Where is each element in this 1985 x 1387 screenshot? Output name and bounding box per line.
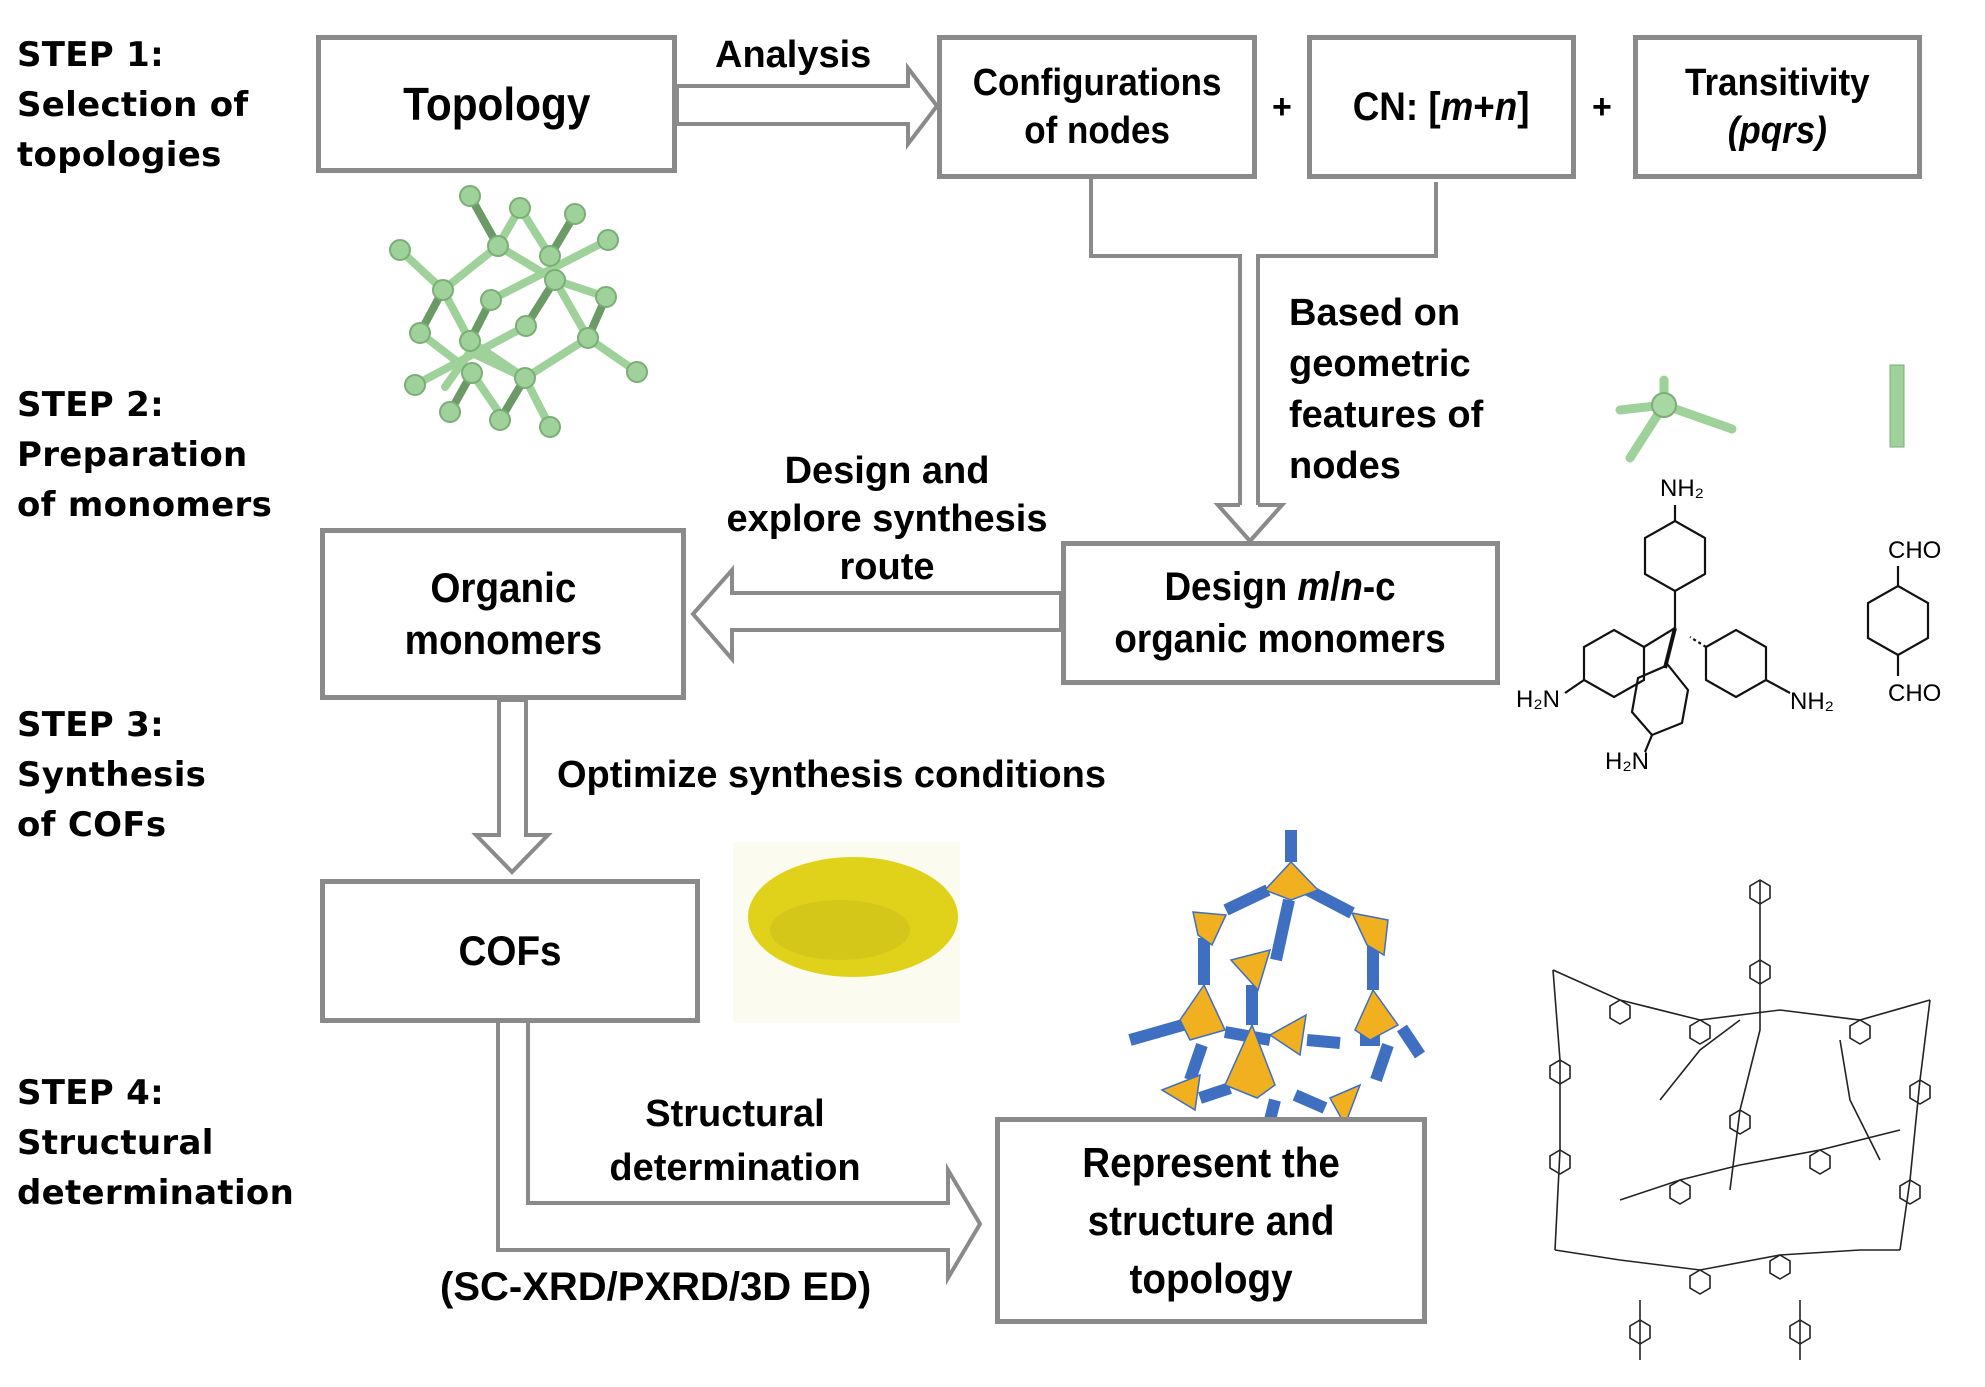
- step-2-line: Preparation: [17, 435, 248, 475]
- aldehyde-label-top: CHO: [1888, 537, 1942, 564]
- dialdehyde-monomer-structure: [1866, 566, 1930, 676]
- transitivity-pqrs: (pqrs): [1727, 110, 1828, 152]
- configurations-box: Configurations of nodes: [937, 35, 1257, 179]
- step-1-line: topologies: [17, 135, 222, 175]
- cn-label: CN: [m+n]: [1353, 81, 1530, 133]
- amine-label-top: NH₂: [1660, 475, 1704, 502]
- configurations-line: of nodes: [1024, 110, 1170, 152]
- cofs-label: COFs: [458, 927, 562, 974]
- design-n: n: [1340, 565, 1364, 609]
- configurations-box-label: Configurations of nodes: [973, 59, 1222, 155]
- represent-line: topology: [1129, 1254, 1293, 1302]
- based-on-line: Based on: [1289, 292, 1461, 334]
- step-4-label: STEP 4: Structural determination: [17, 1068, 294, 1218]
- design-slash: /: [1330, 565, 1341, 609]
- cof-framework-structure: [1549, 879, 1931, 1360]
- plus-operator: +: [1272, 88, 1292, 126]
- cofs-to-represent-arrow: [496, 1023, 983, 1286]
- transitivity-label: Transitivity (pqrs): [1685, 59, 1870, 155]
- based-on-line: geometric: [1289, 343, 1471, 385]
- coordination-number-box: CN: [m+n]: [1307, 35, 1576, 179]
- design-suffix: -c: [1363, 565, 1397, 609]
- linear-linker-icon: [1889, 364, 1905, 448]
- cn-plus: +: [1473, 85, 1496, 129]
- structural-determination-label: Structural determination: [580, 1087, 890, 1195]
- step-4-line: determination: [17, 1173, 295, 1213]
- design-to-organic-arrow: [690, 564, 1063, 665]
- design-explore-line: explore synthesis: [726, 498, 1048, 540]
- configurations-line: Configurations: [972, 62, 1222, 104]
- amine-label-left: H₂N: [1516, 686, 1560, 713]
- step-3-line: of COFs: [17, 805, 167, 845]
- design-m: m: [1297, 565, 1331, 609]
- organic-to-cofs-arrow: [471, 698, 553, 875]
- tetrahedral-node-icon: [1615, 375, 1737, 463]
- topology-net-nodes: [389, 185, 648, 438]
- step-3-line: Synthesis: [17, 755, 207, 795]
- analysis-label: Analysis: [715, 34, 872, 76]
- optimize-label: Optimize synthesis conditions: [557, 754, 1106, 796]
- step-3-label: STEP 3: Synthesis of COFs: [17, 700, 206, 850]
- design-explore-line: Design and: [784, 450, 990, 492]
- plus-operator: +: [1592, 88, 1612, 126]
- tetraamine-monomer-structure: [1564, 505, 1791, 753]
- cn-m: m: [1440, 85, 1474, 129]
- topology-net-icon: [396, 192, 641, 431]
- design-explore-line: route: [839, 546, 935, 588]
- design-monomers-label: Design m/n-c organic monomers: [1115, 561, 1446, 665]
- design-line2: organic monomers: [1114, 617, 1447, 661]
- design-explore-label: Design and explore synthesis route: [712, 447, 1062, 591]
- cn-suffix: ]: [1517, 85, 1530, 129]
- based-on-label: Based on geometric features of nodes: [1289, 288, 1483, 492]
- amine-label-right: NH₂: [1790, 688, 1834, 715]
- organic-monomers-label: Organic monomers: [404, 562, 602, 666]
- organic-monomers-box: Organic monomers: [320, 528, 686, 700]
- step-1-label: STEP 1: Selection of topologies: [17, 30, 248, 180]
- merge-arrow-head: [1213, 503, 1287, 545]
- structural-line: Structural: [645, 1093, 825, 1135]
- step-4-title: STEP 4:: [17, 1073, 165, 1113]
- structural-line: determination: [609, 1147, 861, 1189]
- step-1-title: STEP 1:: [17, 35, 165, 75]
- aldehyde-label-bottom: CHO: [1888, 680, 1942, 707]
- step-2-label: STEP 2: Preparation of monomers: [17, 380, 272, 530]
- step-2-line: of monomers: [17, 485, 273, 525]
- organic-monomers-line: Organic: [429, 564, 577, 611]
- cof-3d-network-icon: [1128, 830, 1425, 1142]
- transitivity-box: Transitivity (pqrs): [1633, 35, 1922, 179]
- cn-n: n: [1495, 85, 1518, 129]
- topology-box: Topology: [316, 35, 677, 173]
- design-monomers-box: Design m/n-c organic monomers: [1061, 541, 1500, 685]
- step-1-line: Selection of: [17, 85, 249, 125]
- step-3-title: STEP 3:: [17, 705, 165, 745]
- represent-label: Represent the structure and topology: [1082, 1134, 1340, 1308]
- design-prefix: Design: [1164, 565, 1298, 609]
- transitivity-title: Transitivity: [1685, 62, 1870, 104]
- represent-line: Represent the: [1082, 1138, 1340, 1186]
- analysis-arrow: [675, 62, 940, 150]
- step-2-title: STEP 2:: [17, 385, 165, 425]
- amine-label-bottom: H₂N: [1605, 748, 1649, 775]
- cof-powder-photo: [733, 842, 960, 1023]
- methods-label: (SC-XRD/PXRD/3D ED): [440, 1265, 872, 1309]
- based-on-line: features of: [1289, 394, 1484, 436]
- cn-prefix: CN: [: [1353, 85, 1441, 129]
- organic-monomers-line: monomers: [404, 616, 602, 663]
- based-on-line: nodes: [1289, 445, 1401, 487]
- topology-box-label: Topology: [402, 78, 591, 130]
- represent-box: Represent the structure and topology: [995, 1117, 1427, 1324]
- represent-line: structure and: [1087, 1196, 1335, 1244]
- step-4-line: Structural: [17, 1123, 214, 1163]
- cofs-box: COFs: [320, 879, 700, 1023]
